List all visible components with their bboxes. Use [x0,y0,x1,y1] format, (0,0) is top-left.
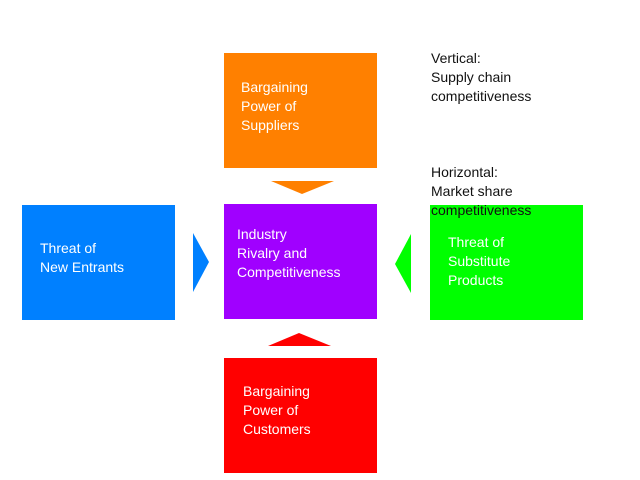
legend-vertical: Vertical: Supply chain competitiveness [431,50,532,104]
arrow-up-customers-to-rivalry [268,333,331,346]
entrants-label: Threat of New Entrants [40,240,125,275]
industry-rivalry-box: Industry Rivalry and Competitiveness [224,204,377,319]
threat-of-substitutes-box: Threat of Substitute Products [430,205,583,320]
substitutes-label: Threat of Substitute Products [448,234,511,288]
arrow-down-shape [271,181,334,194]
axis-legend: Vertical: Supply chain competitiveness H… [431,30,531,239]
bargaining-power-of-customers-box: Bargaining Power of Customers [224,358,377,473]
arrow-left-shape [395,234,411,293]
customers-label: Bargaining Power of Customers [243,383,311,437]
arrow-left-substitutes-to-rivalry [395,234,411,293]
legend-horizontal: Horizontal: Market share competitiveness [431,164,532,218]
arrow-right-entrants-to-rivalry [193,233,209,292]
arrow-right-shape [193,233,209,292]
rivalry-label: Industry Rivalry and Competitiveness [237,226,341,280]
arrow-up-shape [268,333,331,346]
legend-spacer [431,125,531,144]
threat-of-new-entrants-box: Threat of New Entrants [22,205,175,320]
arrow-down-suppliers-to-rivalry [271,181,334,194]
suppliers-label: Bargaining Power of Suppliers [241,79,308,133]
bargaining-power-of-suppliers-box: Bargaining Power of Suppliers [224,53,377,168]
